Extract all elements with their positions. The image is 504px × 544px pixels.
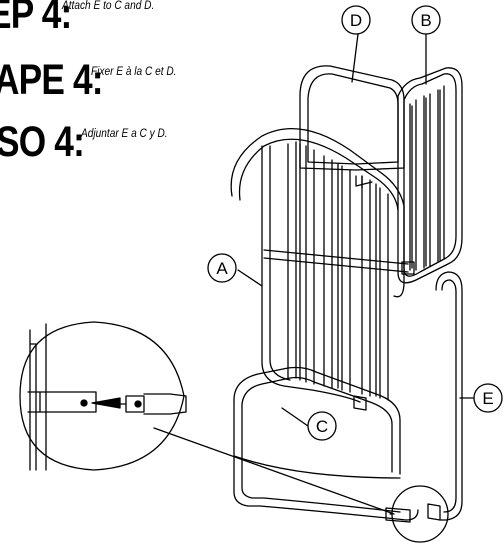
part-c-base [233,366,441,523]
callout-label-c: C [316,417,328,436]
leader-c [281,407,309,427]
step-text-spanish: Adjuntar E a C y D. [81,128,168,140]
step-text-french: Fixer E à la C et D. [90,66,177,78]
step-heading-spanish: SO 4: [0,118,85,166]
callout-c: C [307,411,337,441]
callout-label-a: A [216,259,228,278]
callout-label-e: E [482,389,493,408]
detail-circle [391,485,449,543]
callout-b: B [411,5,441,35]
leader-d [351,33,359,83]
detail-inset [19,321,187,471]
callout-label-b: B [420,11,431,30]
part-b-slatted-panel [397,67,463,284]
callout-d: D [341,5,371,35]
instruction-french: APE 4: Fixer E à la C et D. [0,56,188,104]
instruction-english: EP 4: Attach E to C and D. [0,0,167,38]
callout-e: E [473,383,503,413]
callout-label-d: D [350,11,362,30]
step-heading-english: EP 4: [0,0,72,38]
detail-leader-line [153,427,395,515]
step-text-english: Attach E to C and D. [61,0,155,12]
step-heading-french: APE 4: [0,56,104,104]
callout-a: A [207,253,237,283]
part-e-side-frame [435,271,463,521]
instruction-spanish: SO 4: Adjuntar E a C y D. [0,118,180,166]
part-a-front-panel [230,127,415,411]
leader-a [237,269,263,287]
